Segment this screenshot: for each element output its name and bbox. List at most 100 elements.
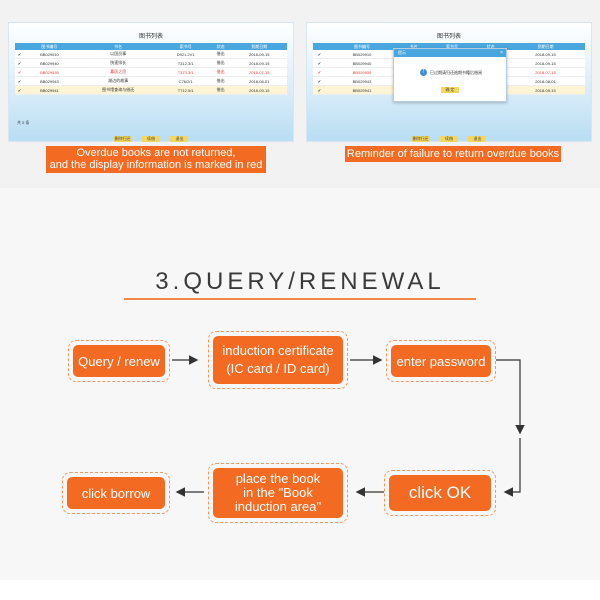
table-row-selected[interactable]: ✔ BB029941 图书馆查询与借还 T712.5/1 借出 2018-09-… xyxy=(15,85,287,95)
step-place-book: place the book in the "Book induction ar… xyxy=(208,463,348,523)
exit-button[interactable]: 退出 xyxy=(170,136,189,142)
row-due: 2018-09-15 xyxy=(231,58,287,68)
row-check[interactable]: ✔ xyxy=(313,85,326,95)
col-title: 书名 xyxy=(74,43,162,50)
row-due: 2018-09-15 xyxy=(506,85,585,95)
dialog-message: 已过期请归还逾期书籍后借阅 xyxy=(430,70,482,75)
row-id: BB029941 xyxy=(325,85,399,95)
step-label-line: place the book xyxy=(235,471,321,486)
info-icon: ! xyxy=(420,69,427,76)
book-list-screenshot-left: 图书列表 图书编号 书名 索书号 状态 到期日期 ✔ BB029910 以团员事… xyxy=(8,22,294,142)
renew-button[interactable]: 续借 xyxy=(142,136,160,142)
step-label-line: induction area" xyxy=(234,499,322,514)
row-callno: T312.3/1 xyxy=(161,58,210,68)
table-row-overdue[interactable]: ✔ BB029539 寡居之思 T373.3/1 借出 2018-07-15 xyxy=(15,67,287,77)
book-table: 图书编号 书名 索书号 状态 到期日期 ✔ BB029910 以团员事 D921… xyxy=(15,43,287,95)
row-status: 借出 xyxy=(209,58,232,68)
row-id: BB029539 xyxy=(325,67,399,77)
step-enter-password: enter password xyxy=(386,340,496,382)
row-id: BB029910 xyxy=(24,50,75,59)
table-row[interactable]: ✔ BB029910 以团员事 D921.2V1 借出 2018-09-15 xyxy=(15,50,287,59)
col-due: 到期日期 xyxy=(231,43,287,50)
close-icon[interactable]: × xyxy=(500,50,503,56)
col-check xyxy=(313,43,326,50)
step-label: click OK xyxy=(389,475,491,511)
row-title: 以团员事 xyxy=(74,50,162,59)
row-check[interactable]: ✔ xyxy=(313,76,326,86)
row-title: 快速排长 xyxy=(74,58,162,68)
row-check[interactable]: ✔ xyxy=(15,67,25,77)
table-row[interactable]: ✔ BB029940 快速排长 T312.3/1 借出 2018-09-15 xyxy=(15,58,287,68)
caption-line: and the display information is marked in… xyxy=(49,159,263,171)
return-button[interactable]: 删除归还 xyxy=(411,136,430,142)
dialog-header: 提示 × xyxy=(394,49,506,57)
step-click-ok: click OK xyxy=(384,470,496,516)
button-row: 删除归还 续借 退出 xyxy=(9,127,293,145)
col-due: 到期日期 xyxy=(506,43,585,50)
panel-title: 图书列表 xyxy=(138,34,163,40)
row-callno: D921.2V1 xyxy=(161,50,210,59)
record-count: 共 5 条 xyxy=(17,120,30,125)
step-label: Query / renew xyxy=(73,345,165,377)
table-header: 图书编号 书名 索书号 状态 到期日期 xyxy=(15,43,287,50)
return-button[interactable]: 删除归还 xyxy=(113,136,132,142)
step-label: click borrow xyxy=(67,477,165,509)
col-status: 状态 xyxy=(475,43,506,50)
step-query-renew: Query / renew xyxy=(68,340,170,382)
step-label: induction certificate (IC card / ID card… xyxy=(213,336,343,384)
step-label-line: (IC card / ID card) xyxy=(226,361,330,376)
caption-line: Overdue books are not returned, xyxy=(76,147,236,159)
row-status: 借出 xyxy=(209,76,232,86)
col-callno: 索书号 xyxy=(161,43,210,50)
step-label: place the book in the "Book induction ar… xyxy=(213,468,343,518)
row-check[interactable]: ✔ xyxy=(313,50,326,59)
col-status: 状态 xyxy=(209,43,232,50)
arrow-3 xyxy=(496,359,525,435)
arrow-4 xyxy=(503,438,521,497)
row-check[interactable]: ✔ xyxy=(15,76,25,86)
col-id: 图书编号 xyxy=(24,43,75,50)
step-label: enter password xyxy=(391,345,491,377)
row-callno: T712.5/1 xyxy=(161,85,210,95)
title-underline xyxy=(124,298,476,300)
caption-reminder: Reminder of failure to return overdue bo… xyxy=(345,146,561,162)
ok-button[interactable]: 确 定 xyxy=(441,87,459,93)
button-row: 删除归还 续借 退出 xyxy=(307,127,591,145)
row-id: BB029940 xyxy=(325,58,399,68)
col-title: 书名 xyxy=(398,43,429,50)
col-callno: 索书号 xyxy=(428,43,476,50)
table-row[interactable]: ✔ BB029943 湖边的故事 C76/2/1 借出 2018-08-01 xyxy=(15,76,287,86)
row-check[interactable]: ✔ xyxy=(313,67,326,77)
row-check[interactable]: ✔ xyxy=(15,58,25,68)
row-callno: T373.3/1 xyxy=(161,67,210,77)
step-click-borrow: click borrow xyxy=(62,472,170,514)
row-check[interactable]: ✔ xyxy=(15,50,25,59)
row-title: 湖边的故事 xyxy=(74,76,162,86)
row-title: 寡居之思 xyxy=(74,67,162,77)
caption-overdue-red: Overdue books are not returned, and the … xyxy=(46,146,266,173)
row-check[interactable]: ✔ xyxy=(313,58,326,68)
panel-title: 图书列表 xyxy=(436,34,461,40)
row-id: BB029940 xyxy=(24,58,75,68)
step-label-line: induction certificate xyxy=(222,343,334,358)
col-id: 图书编号 xyxy=(325,43,399,50)
row-due: 2018-09-15 xyxy=(506,58,585,68)
row-id: BB029943 xyxy=(24,76,75,86)
row-id: BB029910 xyxy=(325,50,399,59)
renew-button[interactable]: 续借 xyxy=(440,136,458,142)
section-title: 3.QUERY/RENEWAL xyxy=(155,268,445,295)
book-list-screenshot-right: 图书列表 图书编号 书名 索书号 状态 到期日期 ✔ BB029910 借出 2… xyxy=(306,22,592,142)
row-id: BB029943 xyxy=(325,76,399,86)
row-status: 借出 xyxy=(209,85,232,95)
row-check[interactable]: ✔ xyxy=(15,85,25,95)
overdue-dialog: 提示 × ! 已过期请归还逾期书籍后借阅 确 定 xyxy=(393,48,507,102)
row-due: 2018-07-15 xyxy=(506,67,585,77)
row-callno: C76/2/1 xyxy=(161,76,210,86)
row-due: 2018-09-15 xyxy=(231,50,287,59)
table-header: 图书编号 书名 索书号 状态 到期日期 xyxy=(313,43,585,50)
row-due: 2018-08-01 xyxy=(231,76,287,86)
row-due: 2018-09-15 xyxy=(231,85,287,95)
step-induction-certificate: induction certificate (IC card / ID card… xyxy=(208,331,348,389)
exit-button[interactable]: 退出 xyxy=(468,136,487,142)
